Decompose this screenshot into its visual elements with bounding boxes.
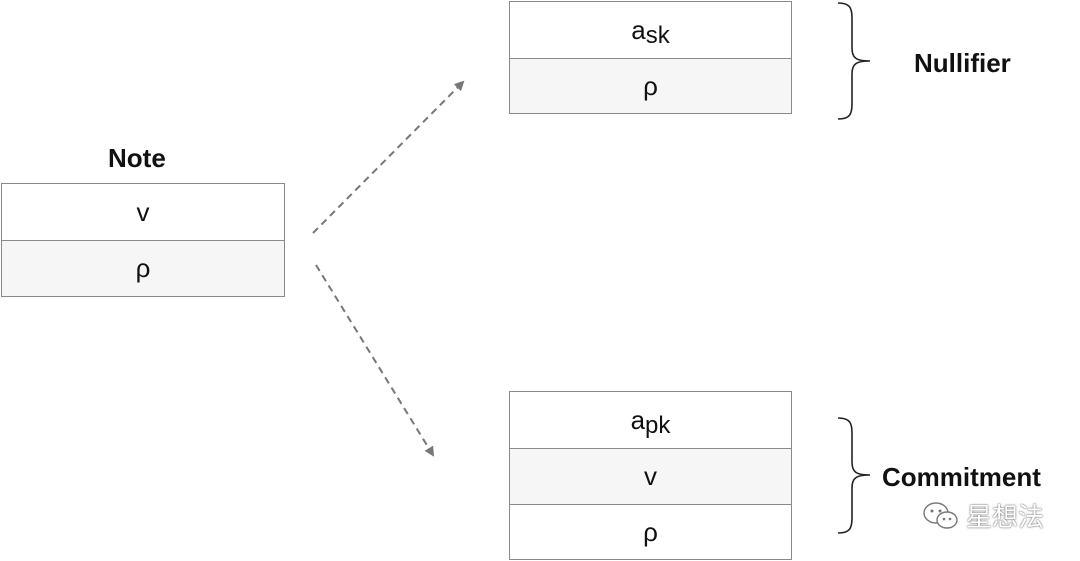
wechat-icon [923,501,958,529]
note-row-value: v [136,196,150,227]
commitment-rho-text: ρ [643,516,658,547]
commitment-row-rho: ρ [510,504,791,559]
apk-base: a [630,404,646,435]
note-box: v ρ [1,183,285,297]
note-row-rho: ρ [2,240,284,296]
note-title: Note [108,143,166,173]
nullifier-brace [837,2,871,120]
nullifier-row-rho: ρ [510,58,791,113]
nullifier-label: Nullifier [914,48,1011,78]
watermark-text: 星想法 [966,502,1045,532]
arrow-to-nullifier [312,80,465,234]
ask-base: a [631,14,646,45]
commitment-label: Commitment [882,462,1041,492]
commitment-brace [837,417,871,534]
nullifier-rho-text: ρ [643,70,658,101]
commitment-row-value: v [510,448,791,504]
commitment-v-text: v [644,461,657,491]
arrow-to-commitment [315,264,435,457]
apk-subscript: pk [645,412,671,439]
ask-subscript: sk [645,22,670,49]
watermark: 星想法 [922,497,1044,534]
